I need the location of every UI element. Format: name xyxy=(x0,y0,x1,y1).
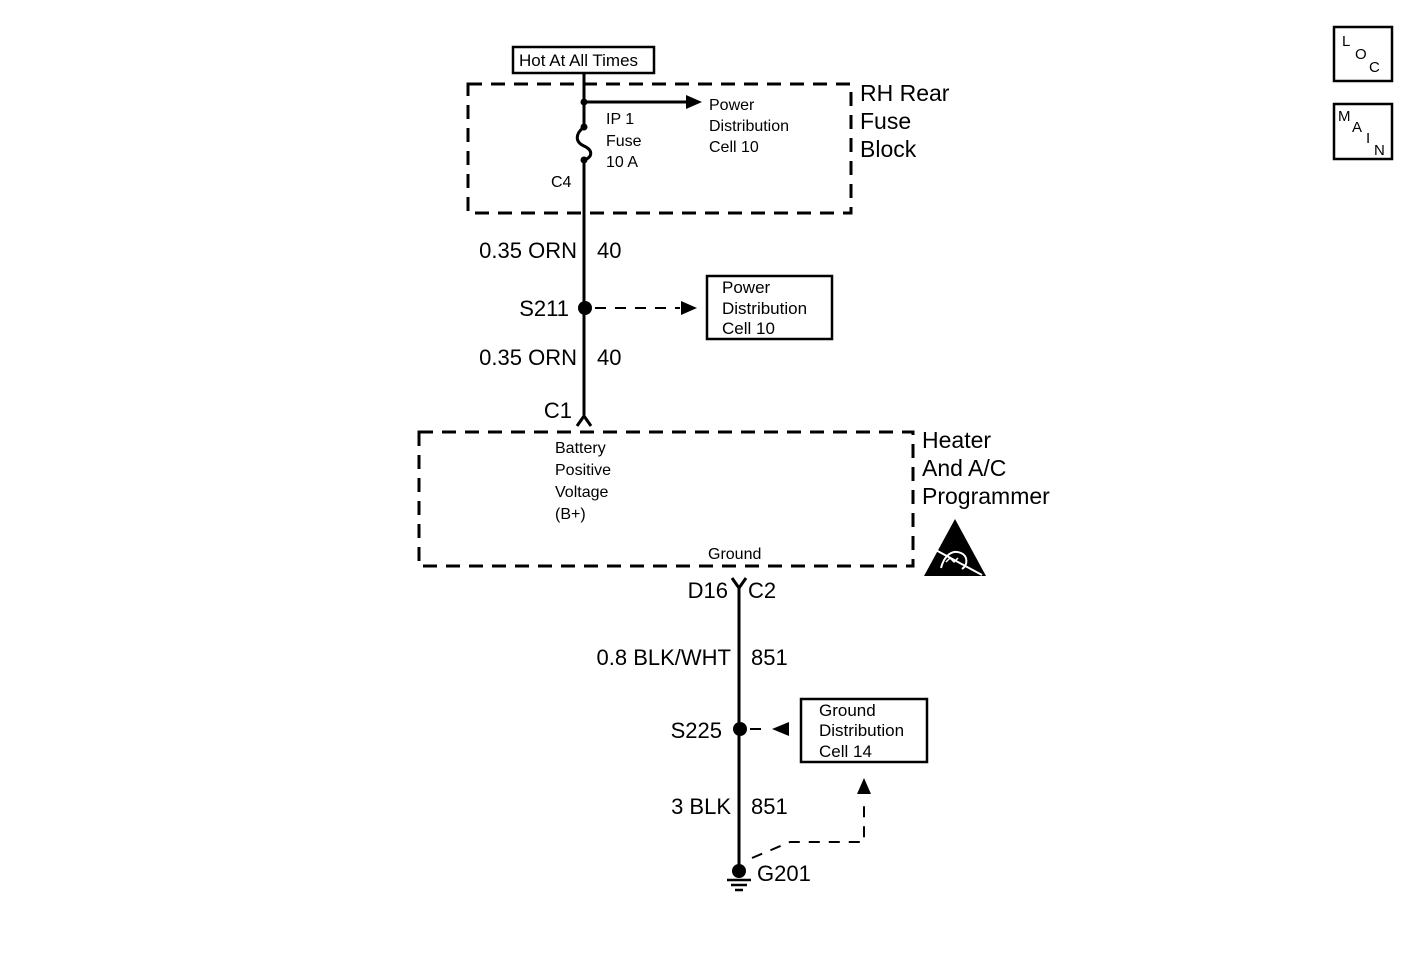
ground-distribution-cell-14-link[interactable]: Ground Distribution Cell 14 xyxy=(799,697,929,764)
main-letter-m: M xyxy=(1338,108,1351,125)
wire-lower-2-gauge-color: 3 BLK xyxy=(671,794,731,819)
fuse-block-branch-arrow xyxy=(686,95,702,109)
splice-s225-ref-arrow xyxy=(772,722,789,736)
ground-connector-label: C2 xyxy=(748,578,776,603)
c2-connector-icon xyxy=(730,577,748,591)
fuse-label: IP 1 Fuse 10 A xyxy=(606,111,642,171)
wire-upper-1-gauge-color: 0.35 ORN xyxy=(479,238,577,263)
module-ground-label: Ground xyxy=(708,546,761,563)
module-outline xyxy=(417,430,915,568)
c1-connector-icon xyxy=(575,413,593,427)
ground-pin-label: D16 xyxy=(688,578,728,603)
fuse-block-name-line2: Fuse xyxy=(860,108,911,134)
splice-s225-ref-line3: Cell 14 xyxy=(819,742,872,761)
ground-icon xyxy=(727,864,751,892)
splice-s225-ref-line2: Distribution xyxy=(819,721,904,740)
fuse-block-branch-node xyxy=(580,98,588,106)
b-plus-label: Battery Positive Voltage (B+) xyxy=(555,440,611,523)
splice-s211-ref-line3: Cell 10 xyxy=(722,319,775,338)
fuse-label-line3: 10 A xyxy=(606,154,638,171)
fuse-block-ref-line1: Power xyxy=(709,97,755,114)
b-plus-line2: Positive xyxy=(555,462,611,479)
power-source-label: Hot At All Times xyxy=(511,45,656,75)
b-plus-line4: (B+) xyxy=(555,506,586,523)
splice-s225-ref-line1: Ground xyxy=(819,701,876,720)
wire-upper-2-circuit: 40 xyxy=(597,345,621,370)
loc-button[interactable]: L O C xyxy=(1332,25,1394,83)
fuse-block-ref-line2: Distribution xyxy=(709,118,789,135)
c1-connector-label: C1 xyxy=(544,398,572,423)
fuse-block-name-line3: Block xyxy=(860,136,917,162)
wire-upper-1-circuit: 40 xyxy=(597,238,621,263)
ground-point-label: G201 xyxy=(757,861,811,886)
wire-lower-2-circuit: 851 xyxy=(751,794,788,819)
splice-s225-label: S225 xyxy=(671,718,722,743)
g201-ref-arrow xyxy=(857,778,871,794)
wire-lower-1-gauge-color: 0.8 BLK/WHT xyxy=(597,645,731,670)
esd-warning-icon xyxy=(924,519,986,576)
splice-s211-label: S211 xyxy=(519,296,569,321)
module-name-line1: Heater xyxy=(922,427,991,453)
loc-letter-l: L xyxy=(1342,33,1350,50)
b-plus-line3: Voltage xyxy=(555,484,608,501)
loc-letter-o: O xyxy=(1355,46,1367,63)
fuse-block-outline xyxy=(466,82,853,215)
module-name-line2: And A/C xyxy=(922,455,1006,481)
fuse-label-line2: Fuse xyxy=(606,133,642,150)
main-button[interactable]: M A I N xyxy=(1332,102,1394,161)
splice-s225-node xyxy=(733,722,747,736)
module-name: Heater And A/C Programmer xyxy=(922,427,1050,509)
power-distribution-cell-10-link[interactable]: Power Distribution Cell 10 xyxy=(705,274,834,341)
main-letter-n: N xyxy=(1374,142,1385,159)
loc-letter-c: C xyxy=(1369,59,1380,76)
main-letter-a: A xyxy=(1352,119,1362,136)
wire-lower-1-circuit: 851 xyxy=(751,645,788,670)
fuse-icon xyxy=(575,123,593,164)
wire-upper-2-gauge-color: 0.35 ORN xyxy=(479,345,577,370)
power-source-text: Hot At All Times xyxy=(519,51,638,70)
fuse-label-line1: IP 1 xyxy=(606,111,634,128)
fuse-block-ref: Power Distribution Cell 10 xyxy=(709,97,789,156)
fuse-block-name: RH Rear Fuse Block xyxy=(860,80,950,162)
splice-s211-ref-line2: Distribution xyxy=(722,299,807,318)
fuse-block-ref-line3: Cell 10 xyxy=(709,139,759,156)
g201-ref-dash xyxy=(751,800,865,859)
fuse-block-connector-label: C4 xyxy=(551,174,572,191)
splice-s211-ref-line1: Power xyxy=(722,278,771,297)
fuse-block-name-line1: RH Rear xyxy=(860,80,950,106)
module-name-line3: Programmer xyxy=(922,483,1050,509)
b-plus-line1: Battery xyxy=(555,440,606,457)
main-letter-i: I xyxy=(1366,130,1370,147)
splice-s211-node xyxy=(578,301,592,315)
splice-s211-ref-arrow xyxy=(681,301,697,315)
